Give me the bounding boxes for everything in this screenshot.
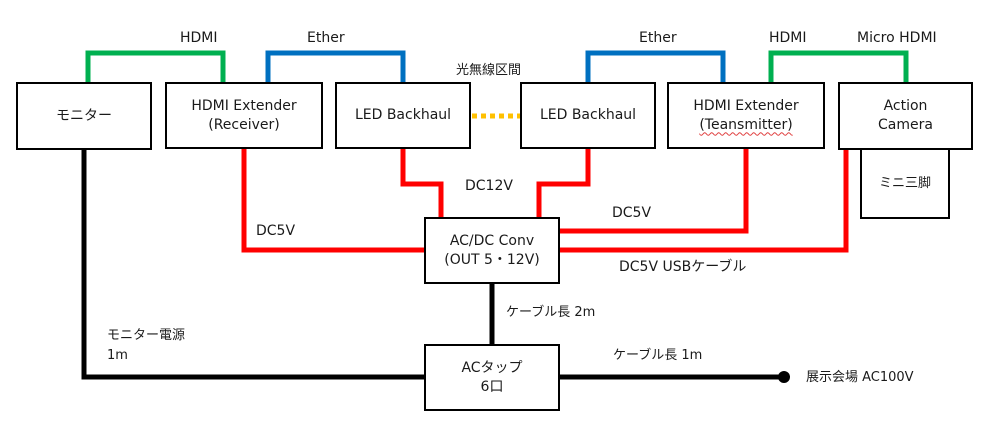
dc5v-right-label: DC5V — [612, 205, 652, 221]
receiver-label-line1: HDMI Extender — [191, 97, 297, 114]
ether-left-label: Ether — [307, 30, 345, 46]
dc5v-left-label: DC5V — [256, 223, 296, 239]
dc12v-cable-led-right — [536, 148, 591, 217]
ac-tap-box[interactable]: ACタップ 6口 — [424, 344, 560, 411]
micro-hdmi-cable-transmitter-camera — [768, 50, 909, 82]
hdmi-right-label: HDMI — [769, 30, 807, 46]
dc5v-cable-receiver — [241, 148, 424, 253]
dc5v-cable-transmitter — [559, 148, 749, 234]
led-backhaul-left-box[interactable]: LED Backhaul — [335, 82, 471, 149]
acdc-converter-box[interactable]: AC/DC Conv (OUT 5・12V) — [424, 217, 560, 284]
mini-tripod-box[interactable]: ミニ三脚 — [860, 148, 950, 219]
hdmi-cable-monitor-receiver — [85, 50, 226, 82]
acdc-label-line1: AC/DC Conv — [449, 232, 535, 249]
actap-label-line1: ACタップ — [461, 359, 523, 376]
action-camera-box[interactable]: Action Camera — [838, 82, 973, 150]
micro-hdmi-label: Micro HDMI — [857, 30, 937, 46]
camera-label-line1: Action — [883, 98, 928, 114]
receiver-label-line2: (Receiver) — [208, 116, 280, 133]
led-left-label: LED Backhaul — [354, 107, 452, 123]
cable-2m-label: ケーブル長 2m — [506, 305, 596, 320]
led-right-label: LED Backhaul — [539, 107, 637, 123]
hdmi-extender-transmitter-box[interactable]: HDMI Extender (Teansmitter) — [667, 82, 825, 149]
dc12v-label: DC12V — [465, 178, 513, 194]
wireless-section-label: 光無線区間 — [456, 63, 522, 78]
monitor-power-label: モニター電源 — [107, 328, 186, 343]
dc5v-usb-cable-camera — [559, 148, 849, 253]
cable-1m-label: ケーブル長 1m — [613, 348, 703, 363]
venue-power-label: 展示会場 AC100V — [806, 370, 914, 385]
monitor-label: モニター — [56, 107, 112, 124]
acdc-label-line2: (OUT 5・12V) — [444, 251, 540, 268]
transmitter-label-line2: (Teansmitter) — [699, 116, 793, 133]
transmitter-label-line1: HDMI Extender — [693, 97, 799, 114]
hdmi-extender-receiver-box[interactable]: HDMI Extender (Receiver) — [165, 82, 323, 149]
ether-right-label: Ether — [639, 30, 677, 46]
monitor-box[interactable]: モニター — [16, 82, 152, 150]
camera-label-line2: Camera — [878, 117, 933, 133]
tripod-label: ミニ三脚 — [878, 176, 931, 191]
monitor-power-cable — [81, 149, 424, 380]
monitor-power-length: 1m — [107, 348, 128, 363]
venue-outlet-endpoint — [778, 371, 790, 383]
hdmi-left-label: HDMI — [180, 30, 218, 46]
dc5v-usb-label: DC5V USBケーブル — [619, 259, 747, 275]
ether-cable-led-transmitter — [585, 50, 726, 82]
dc12v-cable-led-left — [400, 148, 444, 217]
ether-cable-receiver-led — [265, 50, 406, 82]
led-backhaul-right-box[interactable]: LED Backhaul — [520, 82, 656, 149]
actap-label-line2: 6口 — [480, 378, 504, 395]
